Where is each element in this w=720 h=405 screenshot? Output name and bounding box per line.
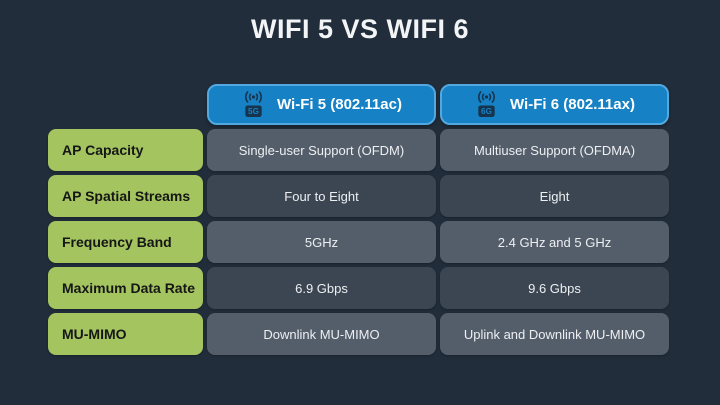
cell-wifi6-maximum-data-rate: 9.6 Gbps (440, 267, 669, 309)
page-title: WIFI 5 VS WIFI 6 (250, 14, 469, 44)
cell-wifi5-frequency-band: 5GHz (207, 221, 436, 263)
6g-antenna-icon: 6G (478, 91, 495, 117)
comparison-table: 5G Wi-Fi 5 (802.11ac) 6G Wi-Fi 6 (802.11… (48, 84, 669, 355)
table-corner-spacer (48, 84, 203, 125)
row-label-mu-mimo: MU-MIMO (48, 313, 203, 355)
cell-wifi6-mu-mimo: Uplink and Downlink MU-MIMO (440, 313, 669, 355)
5g-badge-text: 5G (248, 107, 259, 116)
wifi6-header-button[interactable]: 6G Wi-Fi 6 (802.11ax) (440, 84, 669, 125)
cell-wifi5-maximum-data-rate: 6.9 Gbps (207, 267, 436, 309)
cell-wifi5-ap-capacity: Single-user Support (OFDM) (207, 129, 436, 171)
row-label-frequency-band: Frequency Band (48, 221, 203, 263)
cell-wifi6-ap-capacity: Multiuser Support (OFDMA) (440, 129, 669, 171)
row-label-ap-capacity: AP Capacity (48, 129, 203, 171)
wifi5-header-label: Wi-Fi 5 (802.11ac) (277, 96, 402, 113)
6g-badge-text: 6G (481, 107, 492, 116)
row-label-ap-spatial-streams: AP Spatial Streams (48, 175, 203, 217)
wifi6-header-label: Wi-Fi 6 (802.11ax) (510, 96, 635, 113)
cell-wifi6-ap-spatial-streams: Eight (440, 175, 669, 217)
cell-wifi5-ap-spatial-streams: Four to Eight (207, 175, 436, 217)
5g-antenna-icon: 5G (245, 91, 262, 117)
row-label-maximum-data-rate: Maximum Data Rate (48, 267, 203, 309)
cell-wifi6-frequency-band: 2.4 GHz and 5 GHz (440, 221, 669, 263)
cell-wifi5-mu-mimo: Downlink MU-MIMO (207, 313, 436, 355)
wifi5-header-button[interactable]: 5G Wi-Fi 5 (802.11ac) (207, 84, 436, 125)
